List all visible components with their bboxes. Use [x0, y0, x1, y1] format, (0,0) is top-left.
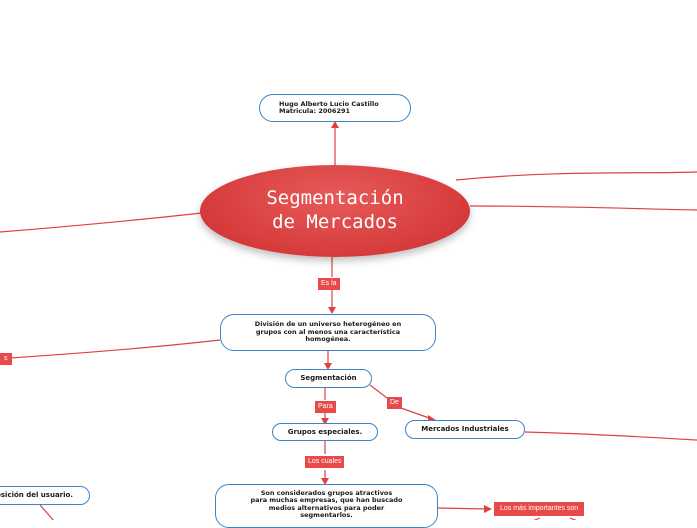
label-los-cuales[interactable]: Los cuales [305, 456, 345, 468]
central-topic-node[interactable]: Segmentación de Mercados [200, 165, 470, 257]
author-node[interactable]: Hugo Alberto Lucio Castillo Matricula: 2… [259, 94, 411, 122]
connector-industrial-right [524, 431, 697, 441]
label-es-la[interactable]: Es la [318, 278, 340, 290]
arrowhead-segmentation [324, 363, 332, 370]
connector-user-down [39, 504, 55, 520]
user-position-text: osición del usuario. [0, 491, 73, 500]
definition-text: División de un universo heterogéneo en g… [254, 320, 402, 344]
connector-importantes-down-2 [569, 517, 577, 520]
label-mas-importantes[interactable]: Los más importantes son [494, 502, 585, 516]
label-para[interactable]: Para [315, 401, 336, 413]
label-de[interactable]: De [387, 397, 402, 409]
label-left-edge[interactable]: s [0, 353, 12, 365]
connector-right-lower [469, 205, 697, 211]
connector-description-importantes [437, 507, 489, 510]
groups-description-node[interactable]: Son considerados grupos atractivos para … [215, 484, 438, 528]
arrowhead-importantes [484, 505, 492, 513]
segmentation-text: Segmentación [300, 374, 357, 383]
arrowhead-description [321, 478, 329, 485]
arrowhead-groups [321, 418, 329, 425]
connector-left-upper [0, 212, 203, 233]
connector-importantes-down [533, 517, 541, 520]
industrial-markets-text: Mercados Industriales [421, 425, 509, 434]
definition-node[interactable]: División de un universo heterogéneo en g… [220, 314, 436, 351]
segmentation-node[interactable]: Segmentación [285, 369, 372, 388]
central-topic-text: Segmentación de Mercados [266, 187, 404, 233]
connector-de-industrial [400, 407, 433, 420]
connector-right-upper [455, 171, 697, 181]
connector-definition-left [9, 339, 221, 359]
groups-description-text: Son considerados grupos atractivos para … [250, 489, 403, 520]
arrowhead-definition [328, 307, 336, 314]
special-groups-text: Grupos especiales. [287, 427, 363, 436]
arrowhead-author [331, 121, 339, 128]
industrial-markets-node[interactable]: Mercados Industriales [405, 420, 525, 439]
author-text: Hugo Alberto Lucio Castillo Matricula: 2… [279, 99, 379, 115]
connector-segmentation-de [369, 384, 388, 399]
user-position-node[interactable]: osición del usuario. [0, 486, 90, 505]
special-groups-node[interactable]: Grupos especiales. [272, 423, 378, 441]
